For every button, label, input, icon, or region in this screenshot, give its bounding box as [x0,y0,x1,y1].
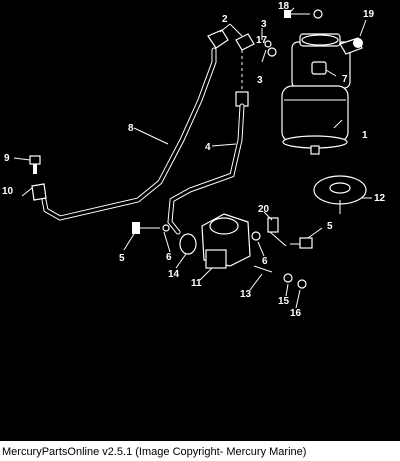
callout-12: 12 [374,193,386,204]
leader-19 [359,19,367,37]
callout-10: 10 [2,186,14,197]
washer-6-left [162,224,170,232]
leader-3b [261,49,267,63]
leader-1 [333,119,343,129]
leader-7 [325,69,337,77]
filter-port [311,61,327,75]
leader-11 [199,267,213,281]
callout-5-left: 5 [119,253,125,264]
fitting-5-left [132,222,140,234]
nut-16 [297,279,307,289]
bolt-18-head [284,10,291,18]
nut-19 [353,38,363,48]
leader-15 [285,283,289,297]
callout-20: 20 [258,204,270,215]
exploded-view-drawing: 18 19 2 3 17 3 7 8 1 4 9 10 12 20 5 5 6 … [2,1,386,319]
leader-10 [21,187,33,197]
callout-18: 18 [278,1,290,12]
washer-18 [313,9,323,19]
fuel-filter-assembly [281,33,363,155]
stud-13 [253,265,273,273]
leader-14 [175,253,187,269]
callout-8: 8 [128,123,134,134]
diaphragm-cover-12 [313,175,367,214]
callout-6-right: 6 [262,256,268,267]
leader-16 [295,289,301,309]
seal-3 [267,47,277,57]
fuel-lines [41,47,249,235]
leader-6a [163,231,171,253]
callout-16: 16 [290,308,302,319]
callout-1: 1 [362,130,368,141]
leader-lines [13,7,372,309]
leader-5b [307,227,323,239]
leader-13 [249,273,263,291]
fuel-pump-11 [132,213,313,289]
callout-labels: 18 19 2 3 17 3 7 8 1 4 9 10 12 20 5 5 6 … [2,1,386,319]
washer-6-right [251,231,261,241]
fuel-line-8 [42,48,216,220]
fittings-group [207,29,277,90]
callout-4: 4 [205,142,211,153]
pump-base [205,249,227,269]
drain-plug [310,145,320,155]
leader-9 [13,157,31,161]
leader-20 [263,211,273,221]
callout-15: 15 [278,296,290,307]
cover-hub [329,182,351,194]
leader-4 [211,143,237,147]
fitting-9-head [29,155,41,165]
callout-6-left: 6 [166,252,172,263]
callout-7: 7 [342,74,348,85]
leader-18 [289,7,295,13]
callout-3-upper: 3 [261,19,267,30]
callout-19: 19 [363,9,375,20]
callout-13: 13 [240,289,252,300]
fitting-9-group [29,155,47,201]
clip-10 [31,183,47,201]
filter-canister [281,85,349,143]
fuel-line-4-outer [167,103,245,235]
image-caption: MercuryPartsOnline v2.5.1 (Image Copyrig… [2,446,307,458]
callout-11: 11 [191,278,202,289]
elbow-fitting-right [235,33,255,51]
parts-diagram: 18 19 2 3 17 3 7 8 1 4 9 10 12 20 5 5 6 … [0,0,400,441]
fitting-9-stem [33,164,37,174]
callout-5-right: 5 [327,221,333,232]
washer-15 [283,273,293,283]
leader-2-a [219,23,231,33]
callout-9: 9 [4,153,10,164]
screw-20 [267,217,279,233]
leader-8 [133,127,169,145]
screw-20-shank [269,231,287,247]
pump-top [209,217,239,235]
callout-17: 17 [256,35,268,46]
fitting-5-right [299,237,313,249]
filter-mount-hardware [284,9,363,48]
washer-17 [264,40,272,48]
leader-5a [123,233,135,251]
callout-3-lower: 3 [257,75,263,86]
fuel-line-4 [168,104,244,234]
elbow-fitting-left [207,29,229,49]
callout-14: 14 [168,269,180,280]
filter-head-cap [301,34,339,46]
leader-2-b [229,23,243,37]
callout-2: 2 [222,14,228,25]
o-ring-14 [179,233,197,255]
leader-6b [257,241,265,257]
